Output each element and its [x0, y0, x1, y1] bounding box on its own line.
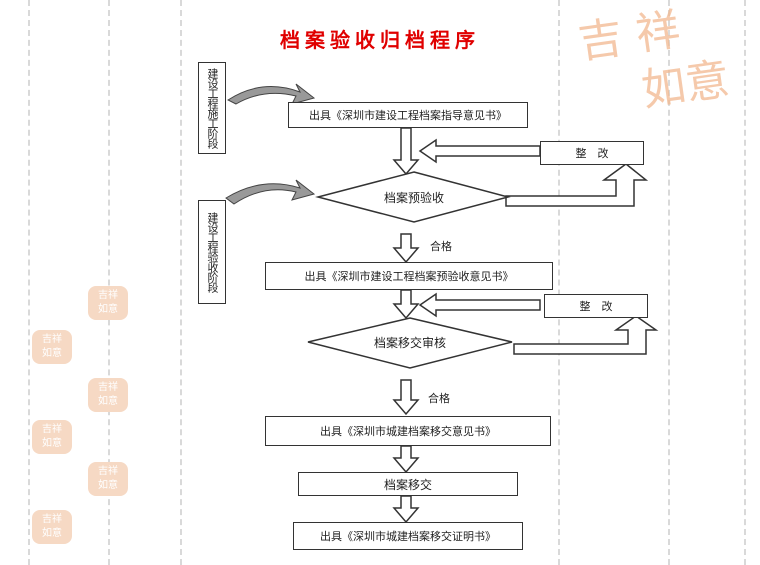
- stage-acceptance: 建设工程验收阶段: [198, 200, 226, 304]
- down-arrow-6: [392, 495, 420, 524]
- diamond-pre-acceptance: [315, 171, 511, 223]
- guide-line: [558, 0, 560, 565]
- guide-line: [28, 0, 30, 565]
- box-transfer: 档案移交: [298, 472, 518, 496]
- seal-watermark: 吉祥如意: [88, 286, 128, 320]
- curved-arrow-1: [226, 83, 316, 105]
- guide-line: [180, 0, 182, 565]
- left-arrow-1: [418, 138, 541, 164]
- pass-label-2: 合格: [428, 392, 450, 405]
- guide-line: [744, 0, 746, 565]
- down-arrow-5: [392, 445, 420, 474]
- stage-construction: 建设工程施工阶段: [198, 62, 226, 154]
- down-arrow-1: [392, 127, 420, 176]
- pass-label-1: 合格: [430, 240, 452, 253]
- seal-watermark: 吉祥如意: [32, 510, 72, 544]
- return-arrow-2: [513, 315, 659, 355]
- curved-arrow-2: [225, 179, 316, 205]
- seal-watermark: 吉祥如意: [88, 378, 128, 412]
- return-arrow-1: [505, 163, 649, 207]
- diamond-transfer-review: [307, 317, 513, 369]
- box-guidance: 出具《深圳市建设工程档案指导意见书》: [288, 102, 528, 128]
- down-arrow-4: [392, 379, 420, 416]
- seal-watermark: 吉祥如意: [32, 330, 72, 364]
- down-arrow-3: [392, 289, 420, 320]
- box-certificate: 出具《深圳市城建档案移交证明书》: [293, 522, 523, 550]
- guide-line: [108, 0, 110, 565]
- page-title: 档案验收归档程序: [280, 28, 480, 52]
- decision-transfer-review: 档案移交审核: [373, 336, 446, 350]
- decision-pre-acceptance: 档案预验收: [383, 191, 444, 205]
- left-arrow-2: [418, 292, 541, 318]
- down-arrow-2: [392, 233, 420, 264]
- box-rectify-2: 整 改: [544, 294, 648, 318]
- seal-watermark: 吉祥如意: [88, 462, 128, 496]
- box-rectify-1: 整 改: [540, 141, 644, 165]
- box-transfer-opinion: 出具《深圳市城建档案移交意见书》: [265, 416, 551, 446]
- guide-line: [668, 0, 670, 565]
- box-pre-acceptance-opinion: 出具《深圳市建设工程档案预验收意见书》: [265, 262, 553, 290]
- seal-watermark: 吉祥如意: [32, 420, 72, 454]
